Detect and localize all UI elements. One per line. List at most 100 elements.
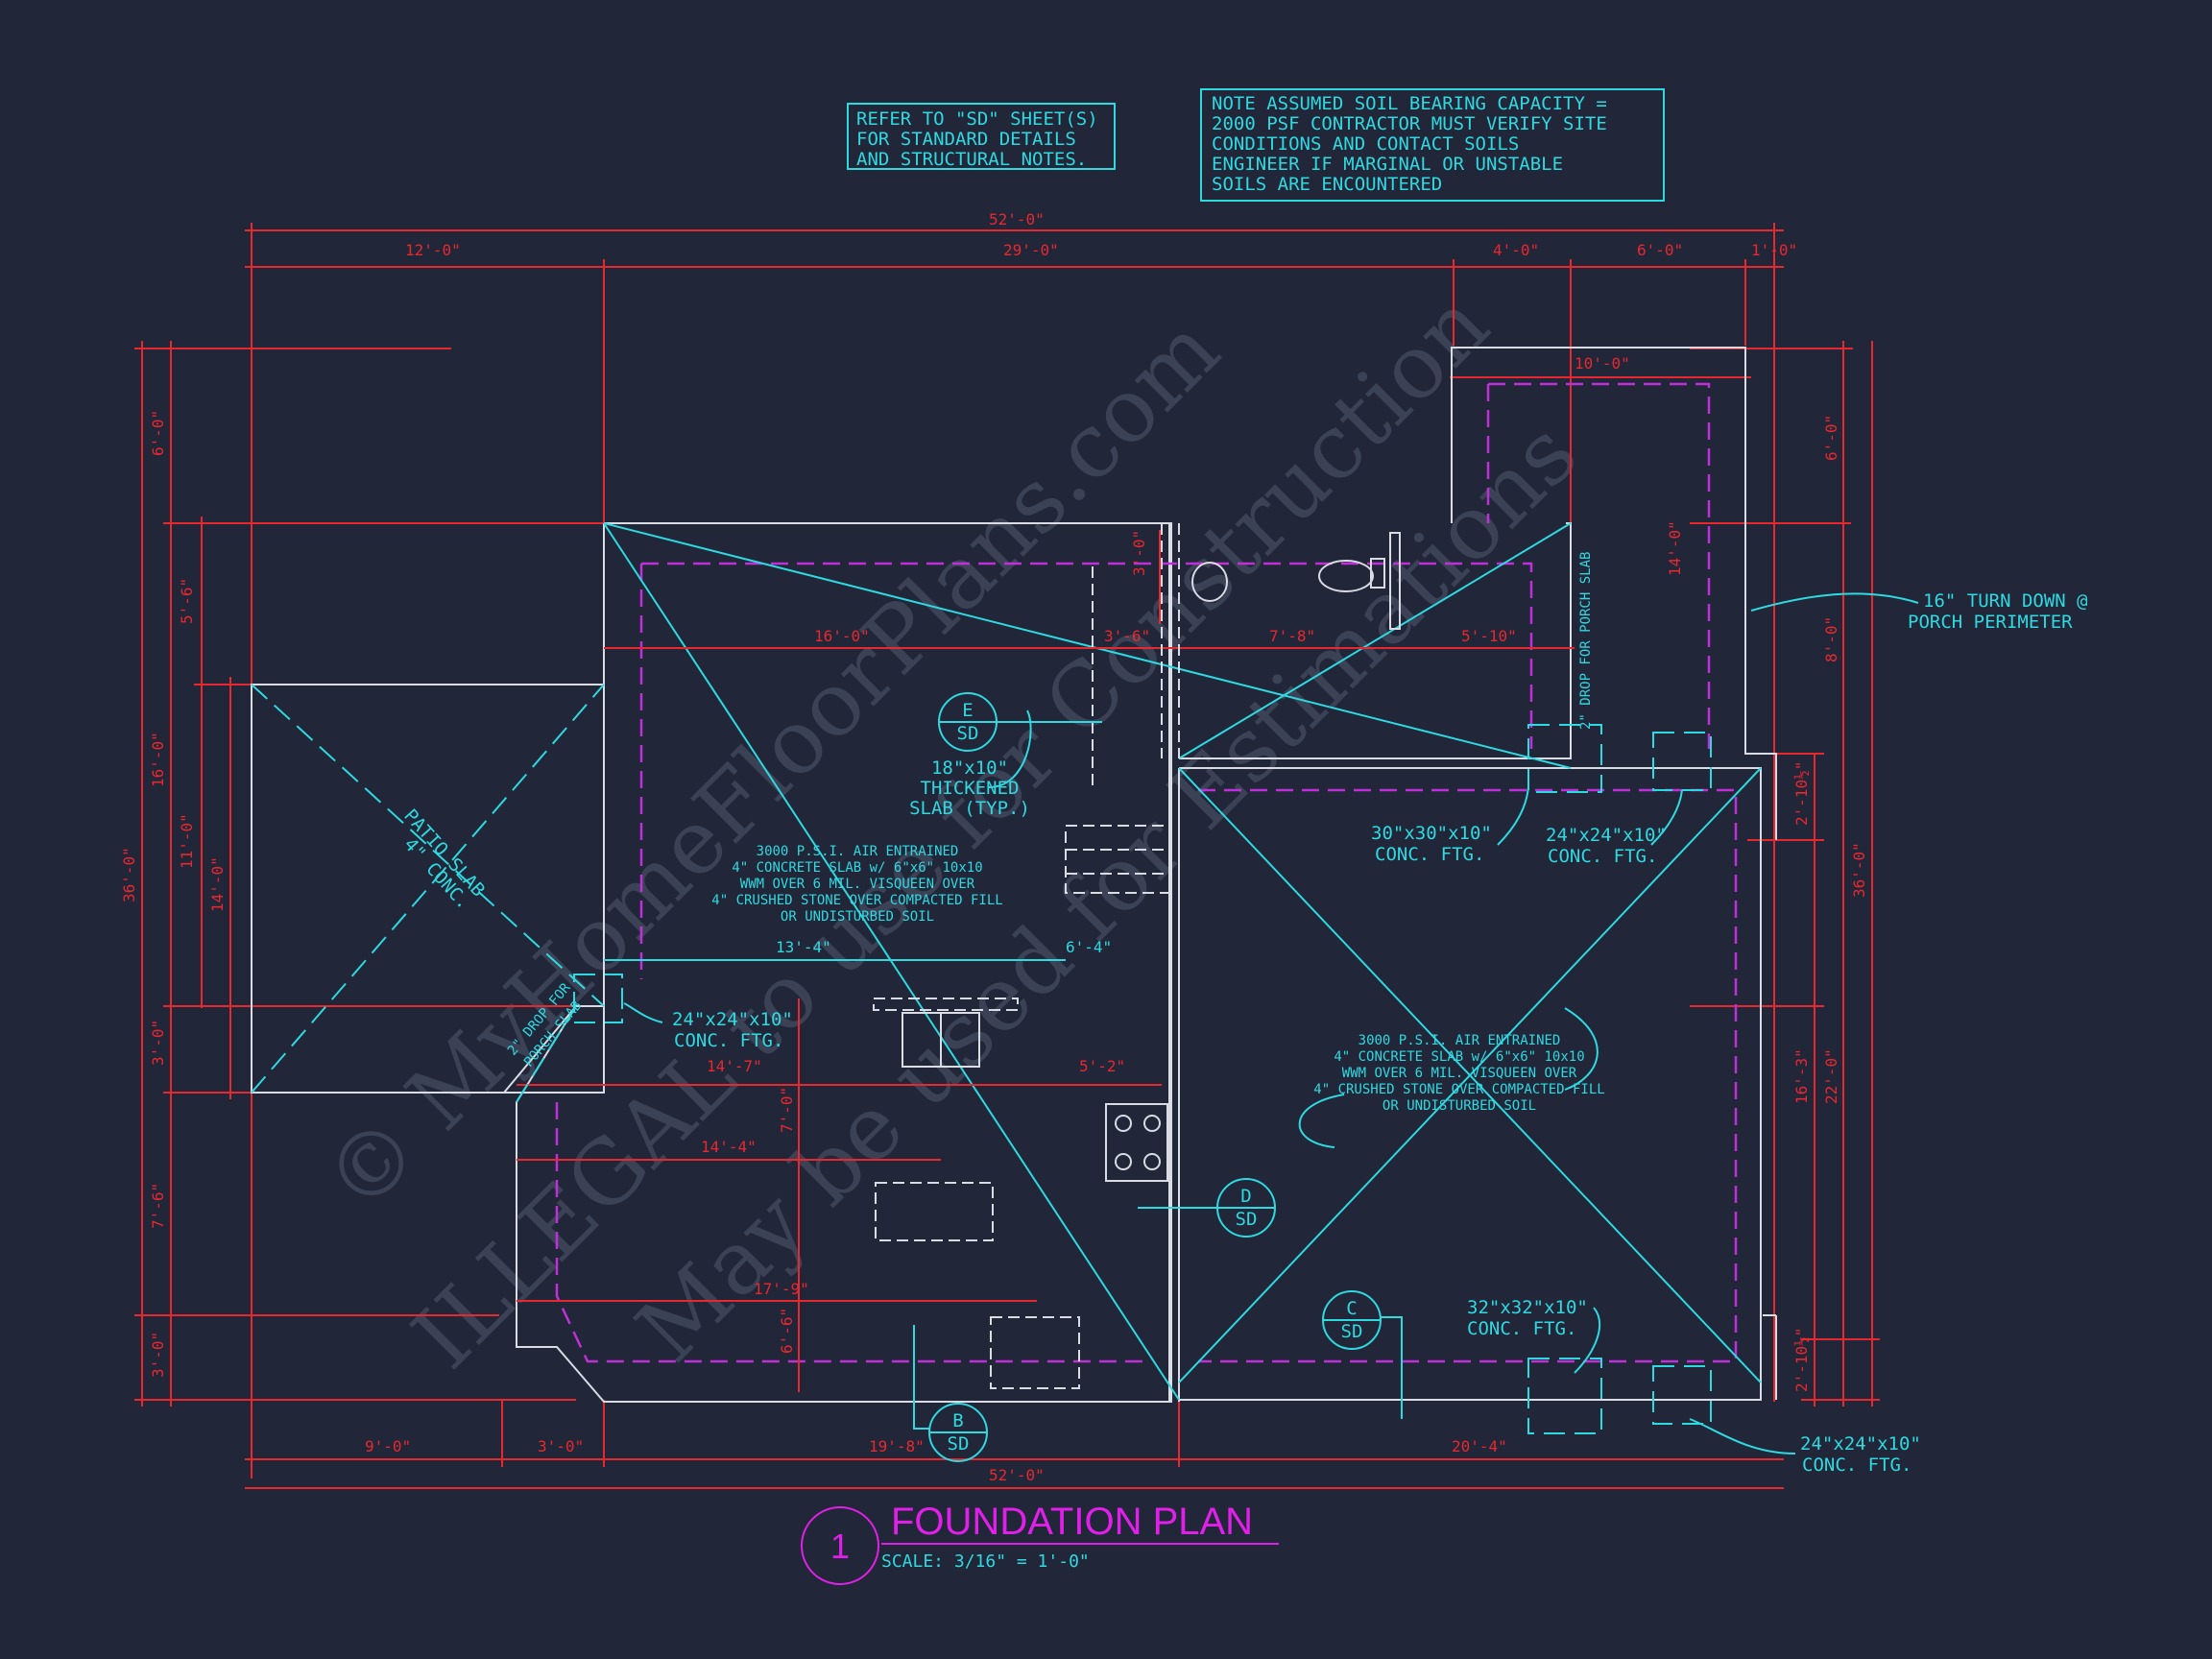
footing-30x30 [1527,724,1602,793]
sd-note: REFER TO "SD" SHEET(S) FOR STANDARD DETA… [847,103,1116,170]
svg-text:17'-9": 17'-9" [754,1280,809,1298]
svg-text:CONDITIONS AND CONTACT SOILS: CONDITIONS AND CONTACT SOILS [1212,133,1519,155]
dimensions-right: 6'-0" 8'-0" 36'-0" 2'-10½" 16'-3" 22'-0"… [1666,341,1880,1407]
svg-text:PORCH PERIMETER: PORCH PERIMETER [1908,612,2073,633]
dim-left-h: 3'-0" [149,1332,167,1378]
dim-left-e: 14'-0" [208,856,227,912]
fixtures [873,523,1401,1389]
kitchen-island [875,1182,994,1241]
title-block: 1 FOUNDATION PLAN SCALE: 3/16" = 1'-0" [801,1501,1279,1585]
svg-text:CONC. FTG.: CONC. FTG. [1467,1318,1576,1339]
dim-left-f: 3'-0" [149,1020,167,1066]
footing-24x24-porch [1652,732,1712,791]
dim-right-b: 8'-0" [1822,616,1840,662]
svg-text:CONC. FTG.: CONC. FTG. [1802,1455,1911,1476]
section-marker-d: D SD [1138,1178,1276,1238]
soil-note: NOTE ASSUMED SOIL BEARING CAPACITY = 200… [1200,88,1665,202]
range-icon [1105,1103,1168,1182]
svg-text:FOR STANDARD DETAILS: FOR STANDARD DETAILS [856,129,1076,150]
dim-bottom-d: 20'-4" [1452,1437,1507,1455]
dim-right-a: 6'-0" [1822,415,1840,461]
slab-spec-1: 3000 P.S.I. AIR ENTRAINED [757,844,959,859]
dim-top-a: 12'-0" [405,241,461,259]
thickened-slab-label-1: 18"x10" [931,757,1008,779]
svg-text:16'-0": 16'-0" [814,627,870,645]
dim-bottom-a: 9'-0" [365,1437,411,1455]
appliance-outline [990,1316,1080,1389]
lavatory-icon [1191,562,1228,602]
svg-text:3'-0": 3'-0" [1130,530,1148,576]
svg-text:WWM OVER 6 MIL. VISQUEEN OVER: WWM OVER 6 MIL. VISQUEEN OVER [740,877,975,892]
svg-text:SD: SD [957,723,979,744]
title-scale: SCALE: 3/16" = 1'-0" [881,1551,1090,1572]
svg-text:E: E [962,700,973,721]
svg-text:13'-4": 13'-4" [776,938,831,956]
dimensions-top: 52'-0" 12'-0" 29'-0" 4'-0" 6'-0" 1'-0" 1… [245,210,1797,1479]
dim-left-b: 5'-6" [178,578,196,624]
svg-text:WWM OVER 6 MIL. VISQUEEN OVER: WWM OVER 6 MIL. VISQUEEN OVER [1342,1066,1577,1081]
footing-pads [573,724,1712,1434]
footing-lines [555,382,1738,1363]
dim-left-overall: 36'-0" [120,847,138,902]
svg-text:REFER TO "SD" SHEET(S): REFER TO "SD" SHEET(S) [856,108,1098,130]
slab-spec-2-1: 3000 P.S.I. AIR ENTRAINED [1358,1033,1561,1048]
svg-text:C: C [1346,1298,1357,1319]
ftg-24-porch-label: 24"x24"x10" [1546,825,1667,846]
title-text: FOUNDATION PLAN [891,1501,1253,1543]
svg-text:6'-6": 6'-6" [778,1308,796,1354]
dim-left-d: 11'-0" [178,813,196,869]
svg-text:7'-0": 7'-0" [778,1087,796,1133]
drop-porch-right: 2" DROP FOR PORCH SLAB [1578,552,1594,730]
svg-text:7'-8": 7'-8" [1269,627,1315,645]
svg-text:4" CONCRETE SLAB w/ 6"x6" 10x1: 4" CONCRETE SLAB w/ 6"x6" 10x10 [732,860,982,876]
svg-text:D: D [1240,1186,1251,1207]
svg-text:THICKENED: THICKENED [921,778,1020,799]
dim-right-e: 22'-0" [1822,1048,1840,1104]
dimensions-interior: 16'-0" 3'-6" 7'-8" 5'-10" 3'-0" 13'-4" 6… [517,530,1575,1392]
dim-top-e: 1'-0" [1751,241,1797,259]
svg-text:SD: SD [1236,1209,1258,1230]
svg-text:CONC. FTG.: CONC. FTG. [1375,844,1484,865]
footing-24x24-patio [573,974,623,1023]
dim-porch-width: 10'-0" [1575,354,1630,373]
dim-overall-top: 52'-0" [989,210,1045,228]
ftg-24-bottom-label: 24"x24"x10" [1800,1433,1921,1455]
dim-left-g: 7'-6" [149,1183,167,1229]
svg-text:4" CONCRETE SLAB w/ 6"x6" 10x1: 4" CONCRETE SLAB w/ 6"x6" 10x10 [1334,1049,1584,1065]
dim-right-d: 16'-3" [1792,1048,1811,1104]
dimensions-left: 36'-0" 6'-0" 5'-6" 16'-0" 11'-0" 14'-0" … [120,341,604,1407]
svg-text:4" CRUSHED STONE OVER COMPACTE: 4" CRUSHED STONE OVER COMPACTED FILL [711,893,1002,908]
porch-drop-lines [516,1005,577,1103]
section-marker-b: B SD [913,1325,988,1462]
svg-text:SOILS ARE ENCOUNTERED: SOILS ARE ENCOUNTERED [1212,174,1442,195]
svg-text:AND STRUCTURAL NOTES.: AND STRUCTURAL NOTES. [856,149,1087,170]
svg-text:SD: SD [1341,1321,1363,1342]
svg-text:2000 PSF CONTRACTOR MUST VERIF: 2000 PSF CONTRACTOR MUST VERIFY SITE [1212,113,1607,134]
footing-32x32 [1527,1358,1602,1434]
ftg-32-label: 32"x32"x10" [1467,1297,1588,1318]
dim-bottom-b: 3'-0" [538,1437,584,1455]
dim-left-c: 16'-0" [149,732,167,787]
dim-right-c: 2'-10½" [1792,761,1811,826]
dim-left-a: 6'-0" [149,410,167,456]
svg-text:6'-4": 6'-4" [1066,938,1112,956]
svg-text:ENGINEER IF MARGINAL OR UNSTAB: ENGINEER IF MARGINAL OR UNSTABLE [1212,154,1563,175]
foundation-outline [251,347,1777,1403]
ftg-24-patio-label: 24"x24"x10" [672,1009,793,1030]
turn-down-label-1: 16" TURN DOWN @ [1923,590,2088,612]
patio-slab [251,684,605,1094]
watermark-line-2: ILLEGAL to use for Construction [394,274,1508,1388]
svg-text:B: B [952,1410,963,1431]
dim-right-overall: 36'-0" [1850,842,1868,898]
svg-text:OR UNDISTURBED SOIL: OR UNDISTURBED SOIL [1382,1098,1536,1114]
svg-text:SD: SD [948,1433,970,1455]
svg-text:4" CRUSHED STONE OVER COMPACTE: 4" CRUSHED STONE OVER COMPACTED FILL [1313,1082,1604,1097]
dim-top-d: 6'-0" [1637,241,1683,259]
svg-text:CONC. FTG.: CONC. FTG. [674,1030,783,1051]
dim-bottom-c: 19'-8" [869,1437,925,1455]
dim-porch-depth: 14'-0" [1666,520,1684,576]
svg-text:3'-6": 3'-6" [1104,627,1150,645]
svg-text:14'-4": 14'-4" [701,1138,757,1156]
svg-text:SLAB (TYP.): SLAB (TYP.) [909,798,1030,819]
